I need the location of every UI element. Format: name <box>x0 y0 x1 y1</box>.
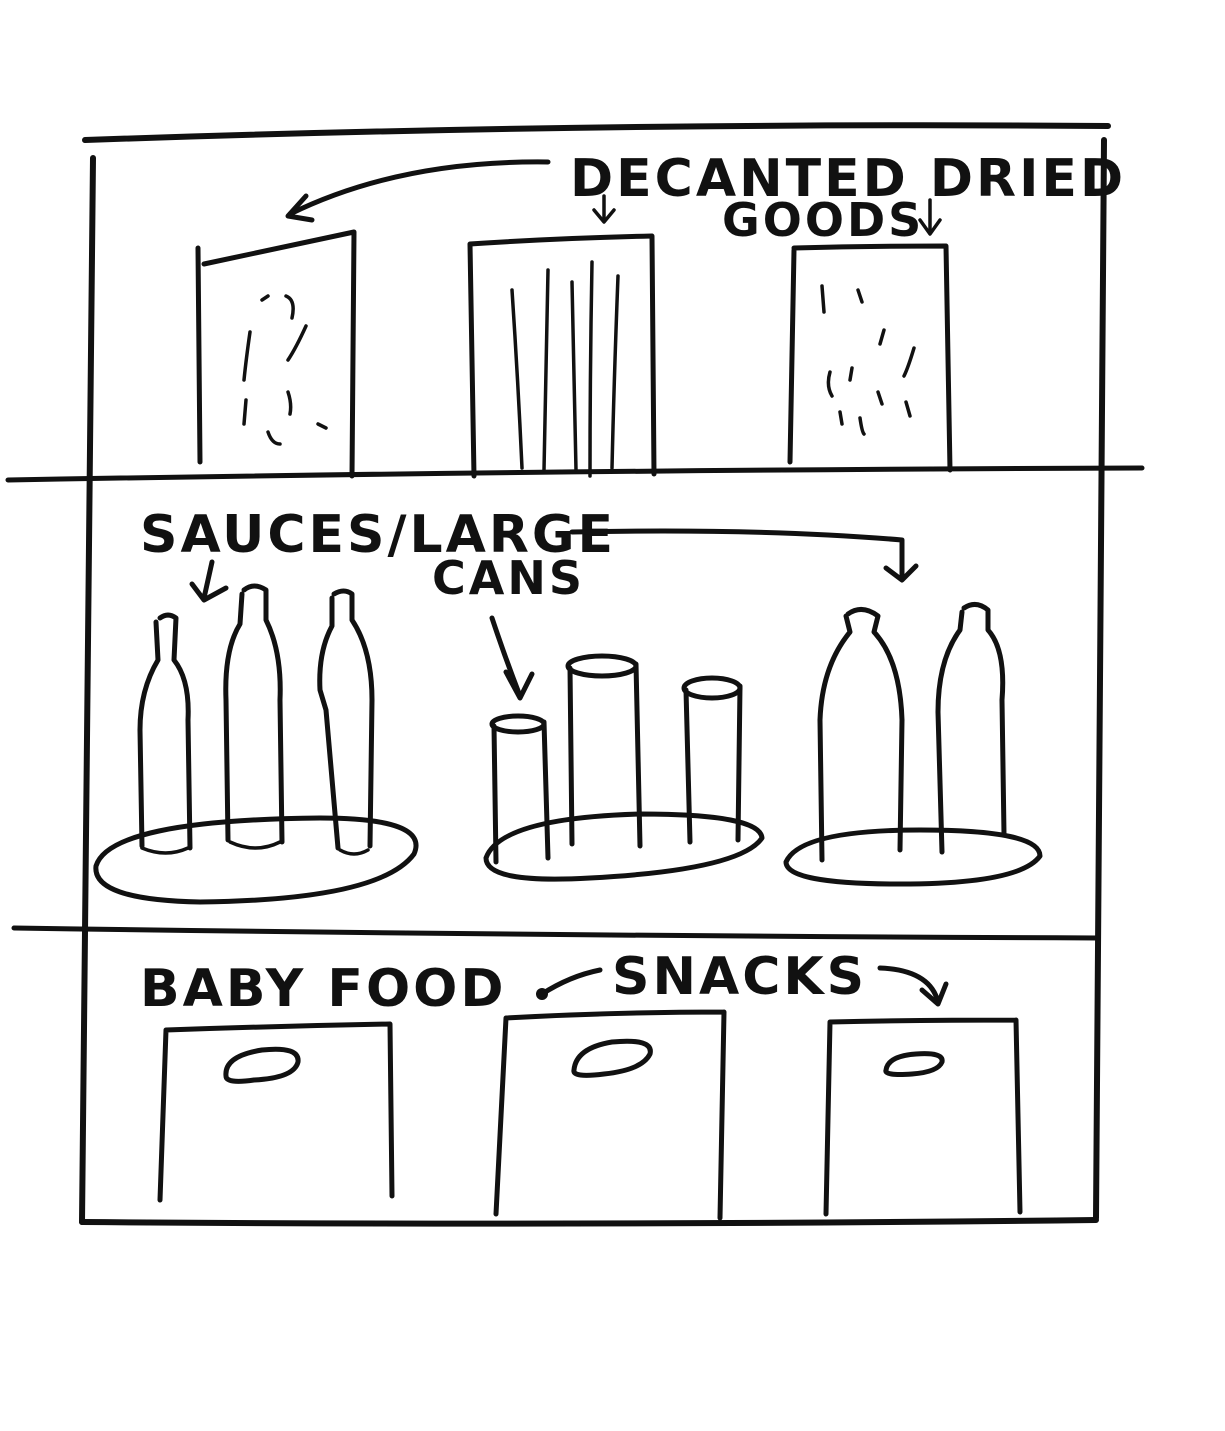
arrow-snacks-right <box>877 965 949 1007</box>
arrow-snacks-left <box>536 967 603 1000</box>
arrow-large-cans-right <box>569 528 919 583</box>
container-right <box>787 243 953 473</box>
bin-snacks-right <box>823 1017 1023 1217</box>
large-bottle-2 <box>935 602 1007 855</box>
shelf-bottom <box>11 925 1101 941</box>
cabinet-frame <box>79 122 1111 1227</box>
container-left <box>195 229 357 479</box>
bin-baby-food <box>157 1021 395 1203</box>
arrow-decanted-left <box>285 159 551 223</box>
turntable-right <box>783 827 1043 887</box>
shelf-top <box>5 465 1145 483</box>
label-decanted-dried: DECANTED DRIED <box>570 149 1126 209</box>
arrow-goods-down-right <box>918 198 942 236</box>
can-1 <box>489 713 551 865</box>
can-3 <box>681 675 743 845</box>
bin-snacks-left <box>493 1009 727 1221</box>
turntable-middle <box>483 811 765 882</box>
arrow-sauces-down <box>189 559 229 603</box>
arrow-decanted-down-middle <box>592 194 616 224</box>
label-snacks: SNACKS <box>612 947 867 1007</box>
arrow-cans-down <box>489 615 535 701</box>
can-2 <box>565 653 643 849</box>
turntable-left <box>93 815 419 905</box>
label-goods: GOODS <box>722 193 924 247</box>
label-cans: CANS <box>432 551 585 605</box>
container-middle <box>467 233 657 479</box>
sauce-bottle-1 <box>137 612 193 855</box>
sauce-bottle-3 <box>317 588 375 856</box>
large-bottle-1 <box>817 607 905 863</box>
sauce-bottle-2 <box>223 583 285 850</box>
label-baby-food: BABY FOOD <box>140 959 507 1019</box>
label-sauces-large: SAUCES/LARGE <box>140 505 616 565</box>
